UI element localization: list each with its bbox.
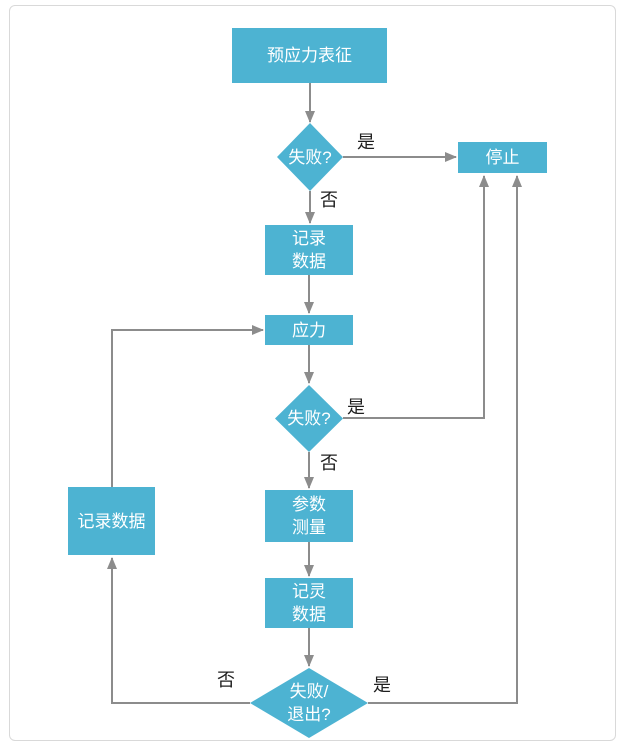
edge-failexit-no-to-recorddataleft xyxy=(107,557,250,704)
edge-label-yes-2: 是 xyxy=(347,397,365,417)
node-record-data-2: 记灵 数据 xyxy=(265,578,353,628)
edge-label-no-3: 否 xyxy=(217,670,235,690)
node-parameter-measurement: 参数 测量 xyxy=(265,490,353,542)
edge-label-no-2: 否 xyxy=(320,453,338,473)
edge-recorddataleft-to-stress xyxy=(111,325,264,487)
edge-label-yes-3: 是 xyxy=(373,675,391,695)
edge-failexit-yes-to-stop xyxy=(368,175,522,704)
node-record-data-1: 记录 数据 xyxy=(265,225,353,275)
node-prestress-characterization: 预应力表征 xyxy=(232,28,387,83)
edge-failcheck2-yes-to-stop xyxy=(343,175,489,419)
edge-label-yes-1: 是 xyxy=(357,132,375,152)
node-stress: 应力 xyxy=(265,315,353,345)
node-record-data-left: 记录数据 xyxy=(68,487,155,555)
node-stop: 停止 xyxy=(458,142,547,173)
edge-label-no-1: 否 xyxy=(320,190,338,210)
